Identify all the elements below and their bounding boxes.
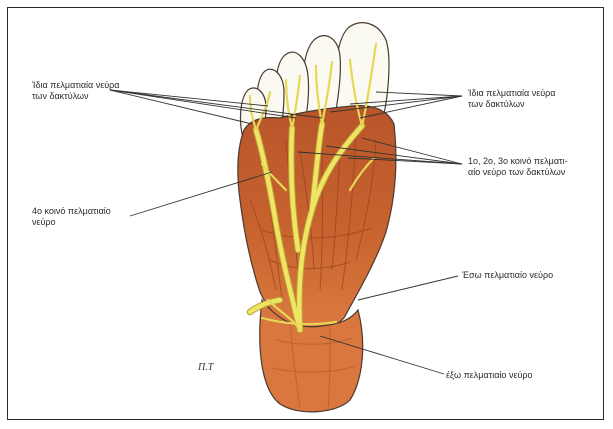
label-common-digital-1-3: 1ο, 2ο, 3ο κοινό πελματι- αίο νεύρο των … [468, 156, 568, 178]
label-lateral-plantar: έξω πελματιαίο νεύρο [446, 370, 533, 381]
artist-signature: Π.Τ [198, 362, 213, 373]
label-proper-digital-right: Ίδια πελματιαία νεύρα των δακτύλων [468, 88, 556, 110]
label-proper-digital-left: Ίδια πελματιαία νεύρα των δακτύλων [32, 80, 120, 102]
label-common-digital-4: 4ο κοινό πελματιαίο νεύρο [32, 206, 111, 228]
label-medial-plantar: Έσω πελματιαίο νεύρο [462, 270, 553, 281]
